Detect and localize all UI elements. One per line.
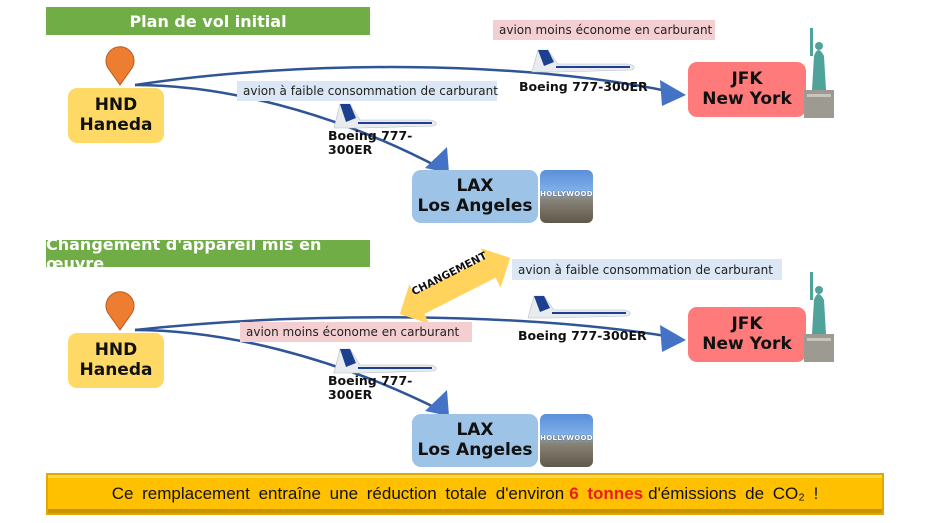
arrowhead-lax-1 [425,147,449,173]
banner-text-after: d'émissions de CO₂ ! [648,484,819,503]
airport-city: Haneda [79,359,153,380]
route-line-hnd-lax-1 [134,83,441,170]
section-title-initial-plan: Plan de vol initial [46,7,370,35]
plane-label-line1: Boeing 777- [328,373,413,388]
airplane-icon-lax-2 [333,348,437,374]
hollywood-sign-text: HOLLYWOOD [540,189,593,198]
plane-label-line2: 300ER [328,142,373,158]
route-line-hnd-jfk-2 [134,316,673,339]
plane-label-lax-2: Boeing 777- 300ER [328,373,413,403]
plane-label-jfk-2: Boeing 777-300ER [518,328,647,343]
plane-label-lax-1: Boeing 777- 300ER [328,128,413,158]
section-title-aircraft-change: Changement d'appareil mis en œuvre [46,235,370,273]
airport-node-haneda-1: HND Haneda [68,88,164,143]
co2-reduction-banner: Ce remplacement entraîne une réduction t… [46,473,884,515]
airport-code: HND [94,94,138,115]
route-line-hnd-lax-2 [134,328,441,412]
airport-node-jfk-1: JFK New York [688,62,806,117]
route-line-hnd-jfk-1 [134,65,673,94]
arrowhead-jfk-1 [660,80,686,106]
airplane-icon-jfk-1 [531,49,635,73]
location-pin-icon-2 [105,291,135,331]
airport-code: LAX [456,175,494,196]
airport-city: Los Angeles [417,439,533,460]
banner-highlight: 6 tonnes [569,484,644,503]
airport-node-jfk-2: JFK New York [688,307,806,362]
arrowhead-lax-2 [425,390,449,416]
route-tag-lax-1: avion à faible consommation de carburant [237,81,498,101]
airport-city: Los Angeles [417,195,533,216]
airport-code: JFK [731,68,763,89]
airplane-icon-lax-1 [333,103,437,129]
route-tag-lax-2: avion moins économe en carburant [240,322,472,342]
plane-label-jfk-1: Boeing 777-300ER [519,79,648,94]
airport-code: HND [94,339,138,360]
statue-of-liberty-icon-2 [804,272,834,362]
statue-of-liberty-icon-1 [804,28,834,118]
swap-double-arrow-icon [399,248,511,324]
hollywood-sign-image-2: HOLLYWOOD [540,414,593,467]
hollywood-sign-text: HOLLYWOOD [540,433,593,442]
plane-label-line1: Boeing 777- [328,128,413,143]
airport-node-lax-1: LAX Los Angeles [412,170,538,223]
airplane-icon-jfk-2 [527,295,631,319]
airport-code: JFK [731,313,763,334]
route-tag-jfk-2: avion à faible consommation de carburant [512,259,782,280]
airport-city: Haneda [79,114,153,135]
hollywood-sign-image-1: HOLLYWOOD [540,170,593,223]
plane-label-line2: 300ER [328,387,373,403]
airport-node-haneda-2: HND Haneda [68,333,164,388]
location-pin-icon-1 [105,46,135,86]
banner-text-before: Ce remplacement entraîne une réduction t… [111,484,565,503]
arrowhead-jfk-2 [660,325,686,352]
airport-node-lax-2: LAX Los Angeles [412,414,538,467]
route-tag-jfk-1: avion moins économe en carburant [493,20,715,40]
airport-city: New York [702,333,792,354]
airport-city: New York [702,88,792,109]
airport-code: LAX [456,419,494,440]
